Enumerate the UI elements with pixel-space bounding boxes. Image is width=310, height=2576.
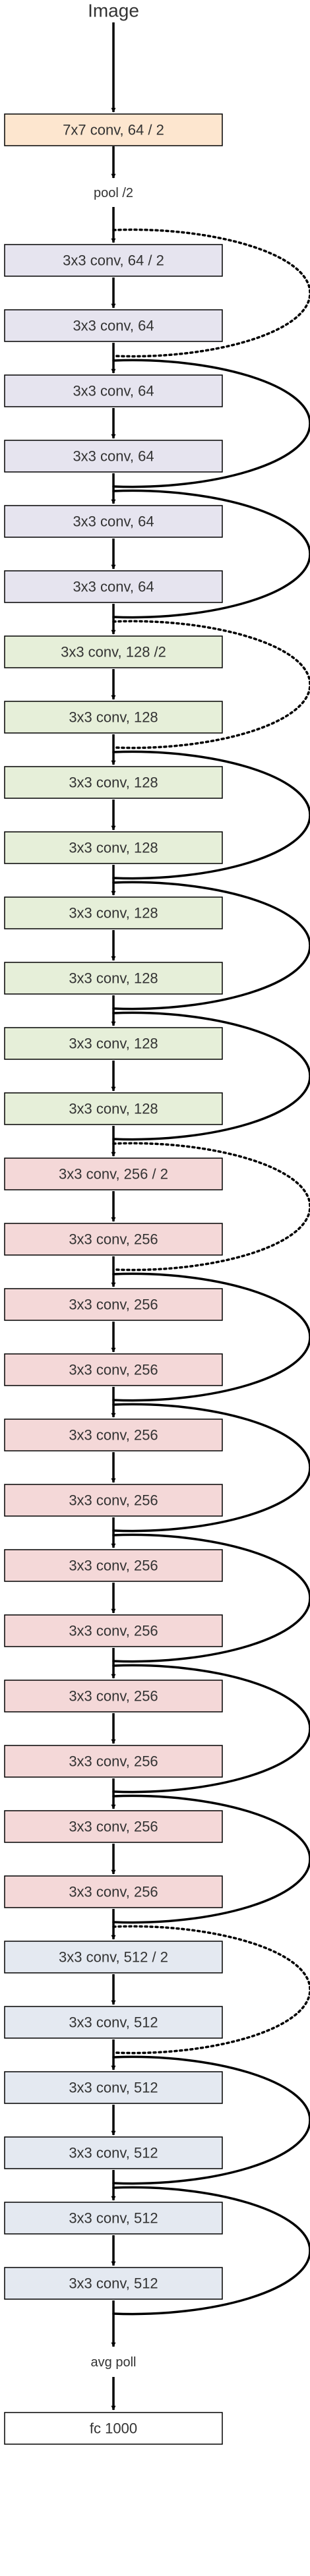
conv-25-label: 3x3 conv, 256 xyxy=(69,1819,158,1835)
conv-28 xyxy=(4,2006,223,2039)
identity-skip-connection xyxy=(112,1664,310,1794)
identity-skip-connection xyxy=(112,750,310,880)
conv-32-label: 3x3 conv, 512 xyxy=(69,2275,158,2292)
conv-11 xyxy=(4,896,223,929)
conv-2 xyxy=(4,309,223,342)
conv-13-label: 3x3 conv, 128 xyxy=(69,1036,158,1052)
conv-12-label: 3x3 conv, 128 xyxy=(69,970,158,987)
conv-31-label: 3x3 conv, 512 xyxy=(69,2210,158,2227)
conv-13 xyxy=(4,1027,223,1060)
conv-23-label: 3x3 conv, 256 xyxy=(69,1688,158,1705)
conv-17-label: 3x3 conv, 256 xyxy=(69,1297,158,1313)
conv-1-label: 3x3 conv, 64 / 2 xyxy=(63,252,164,269)
conv-25 xyxy=(4,1810,223,1843)
conv1-7x7 xyxy=(4,113,223,146)
conv-16-label: 3x3 conv, 256 xyxy=(69,1231,158,1248)
conv-7 xyxy=(4,635,223,668)
conv-21 xyxy=(4,1549,223,1582)
conv-14 xyxy=(4,1092,223,1125)
conv-10-label: 3x3 conv, 128 xyxy=(69,840,158,856)
conv-5-label: 3x3 conv, 64 xyxy=(73,513,154,530)
conv-6-label: 3x3 conv, 64 xyxy=(73,579,154,595)
identity-skip-connection xyxy=(112,2055,310,2185)
conv-27 xyxy=(4,1941,223,1974)
conv-12 xyxy=(4,962,223,995)
conv-26-label: 3x3 conv, 256 xyxy=(69,1884,158,1900)
conv-9-label: 3x3 conv, 128 xyxy=(69,775,158,791)
fc-layer xyxy=(4,2412,223,2445)
identity-skip-connection xyxy=(112,2186,310,2316)
fc-layer-label: fc 1000 xyxy=(90,2420,137,2437)
conv-5 xyxy=(4,505,223,538)
conv-18-label: 3x3 conv, 256 xyxy=(69,1362,158,1378)
conv-2-label: 3x3 conv, 64 xyxy=(73,318,154,334)
conv1-7x7-label: 7x7 conv, 64 / 2 xyxy=(63,122,164,138)
conv-26 xyxy=(4,1875,223,1908)
conv-19 xyxy=(4,1419,223,1451)
conv-4 xyxy=(4,440,223,473)
projection-skip-connection xyxy=(112,620,310,749)
layers-layer xyxy=(4,113,223,2445)
conv-24-label: 3x3 conv, 256 xyxy=(69,1753,158,1770)
conv-18 xyxy=(4,1353,223,1386)
conv-24 xyxy=(4,1745,223,1778)
conv-20 xyxy=(4,1484,223,1517)
conv-1 xyxy=(4,244,223,277)
conv-31 xyxy=(4,2202,223,2235)
conv-22-label: 3x3 conv, 256 xyxy=(69,1623,158,1639)
identity-skip-connection xyxy=(112,1533,310,1663)
conv-8 xyxy=(4,701,223,734)
conv-6 xyxy=(4,570,223,603)
conv-20-label: 3x3 conv, 256 xyxy=(69,1492,158,1509)
conv-17 xyxy=(4,1288,223,1321)
conv-3 xyxy=(4,374,223,407)
conv-14-label: 3x3 conv, 128 xyxy=(69,1101,158,1117)
projection-skip-connection xyxy=(112,228,310,358)
identity-skip-connection xyxy=(112,1794,310,1924)
conv-4-label: 3x3 conv, 64 xyxy=(73,448,154,465)
identity-skip-connection xyxy=(112,881,310,1010)
avgpool-label: avg poll xyxy=(91,2355,137,2370)
identity-skip-connection xyxy=(112,1272,310,1402)
input-title: Image xyxy=(88,1,139,21)
conv-29 xyxy=(4,2071,223,2104)
projection-skip-connection xyxy=(112,1142,310,1272)
conv-3-label: 3x3 conv, 64 xyxy=(73,383,154,399)
conv-27-label: 3x3 conv, 512 / 2 xyxy=(59,1949,168,1966)
conv-30 xyxy=(4,2136,223,2169)
conv-28-label: 3x3 conv, 512 xyxy=(69,2014,158,2031)
identity-skip-connection xyxy=(112,1011,310,1141)
conv-23 xyxy=(4,1680,223,1712)
pool-label: pool /2 xyxy=(94,186,133,200)
conv-16 xyxy=(4,1223,223,1256)
conv-21-label: 3x3 conv, 256 xyxy=(69,1558,158,1574)
conv-15-label: 3x3 conv, 256 / 2 xyxy=(59,1166,168,1183)
conv-19-label: 3x3 conv, 256 xyxy=(69,1427,158,1444)
conv-30-label: 3x3 conv, 512 xyxy=(69,2145,158,2161)
labels-layer: Image 7x7 conv, 64 / 2 pool /2 3x3 conv, 64… xyxy=(59,1,168,2437)
identity-skip-connection xyxy=(112,1403,310,1533)
conv-22 xyxy=(4,1614,223,1647)
skip-connections-layer xyxy=(112,228,310,2316)
identity-skip-connection xyxy=(112,359,310,488)
conv-7-label: 3x3 conv, 128 /2 xyxy=(61,644,166,660)
identity-skip-connection xyxy=(112,489,310,619)
conv-11-label: 3x3 conv, 128 xyxy=(69,905,158,922)
conv-29-label: 3x3 conv, 512 xyxy=(69,2080,158,2096)
conv-10 xyxy=(4,831,223,864)
conv-15 xyxy=(4,1157,223,1190)
projection-skip-connection xyxy=(112,1925,310,2055)
conv-9 xyxy=(4,766,223,799)
conv-32 xyxy=(4,2267,223,2300)
conv-8-label: 3x3 conv, 128 xyxy=(69,709,158,726)
